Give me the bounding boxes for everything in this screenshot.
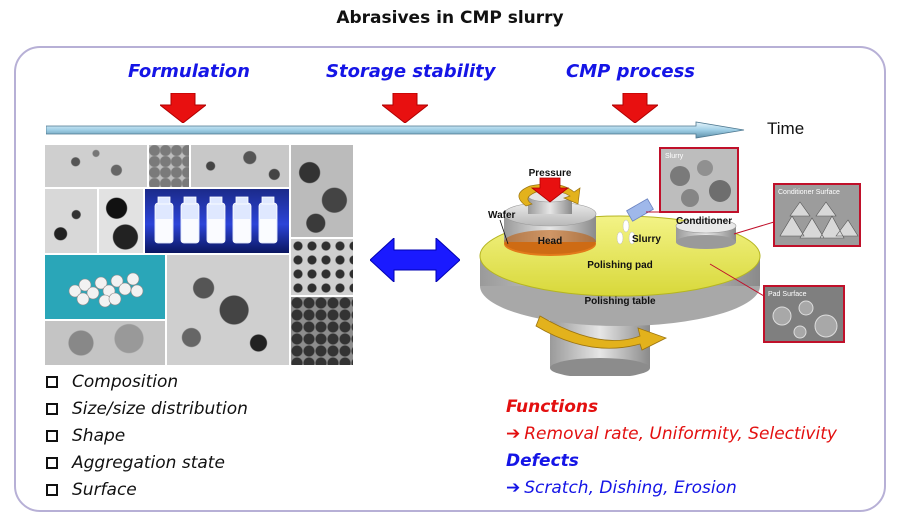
slurry-inset-label: Slurry [665, 153, 684, 160]
pad-surface-label: Pad Surface [768, 291, 807, 298]
checkbox-icon [46, 430, 58, 442]
head-label: Head [538, 236, 562, 247]
slurry-nozzle [626, 198, 654, 222]
conditioner-surface-inset: Conditioner Surface [773, 183, 861, 247]
abrasive-micrograph-collage [44, 144, 354, 366]
conditioner-label: Conditioner [676, 216, 732, 227]
down-arrow-icon [612, 93, 658, 123]
pressure-label: Pressure [529, 168, 572, 179]
defects-items: Scratch, Dishing, Erosion [524, 478, 737, 498]
stage-storage-label: Storage stability [326, 61, 496, 82]
tem-image [98, 188, 144, 254]
conditioner-disk [675, 218, 737, 234]
property-label: Surface [72, 480, 137, 500]
bottle-icon [154, 196, 278, 244]
slurry-drop [616, 231, 624, 245]
sem-image [148, 144, 190, 188]
polishing-table-label: Polishing table [584, 296, 656, 307]
property-label: Size/size distribution [72, 399, 248, 419]
time-axis-label: Time [767, 119, 805, 138]
page-title: Abrasives in CMP slurry [336, 8, 564, 28]
functions-heading: Functions [506, 397, 599, 417]
property-item: Surface [46, 480, 137, 500]
rotation-arrow-icon [535, 315, 668, 351]
property-item: Shape [46, 426, 125, 446]
functions-items: Removal rate, Uniformity, Selectivity [524, 424, 837, 444]
slurry-drop [622, 219, 630, 233]
checkbox-icon [46, 484, 58, 496]
checkbox-icon [46, 457, 58, 469]
tem-image [166, 254, 290, 366]
checkbox-icon [46, 376, 58, 388]
polishing-pad-label: Polishing pad [587, 260, 653, 271]
tem-image [44, 320, 166, 366]
defects-heading: Defects [506, 451, 579, 471]
right-arrow-icon: ➔ [506, 424, 521, 444]
particle-aggregate-model [44, 254, 166, 320]
functions-line: ➔Removal rate, Uniformity, Selectivity [506, 424, 837, 444]
down-arrow-icon [160, 93, 206, 123]
wafer-label: Wafer [488, 210, 516, 221]
tem-image [290, 144, 354, 238]
table-shaft-base [550, 358, 650, 376]
slurry-drop [628, 231, 636, 245]
pad-surface-inset: Pad Surface [763, 285, 845, 343]
stage-formulation-label: Formulation [128, 61, 250, 82]
property-label: Composition [72, 372, 179, 392]
stage-cmp-label: CMP process [566, 61, 696, 82]
property-item: Size/size distribution [46, 399, 248, 419]
slurry-inset: Slurry [659, 147, 739, 213]
defects-line: ➔Scratch, Dishing, Erosion [506, 478, 737, 498]
sem-image [290, 296, 354, 366]
property-item: Aggregation state [46, 453, 225, 473]
property-item: Composition [46, 372, 178, 392]
right-arrow-icon: ➔ [506, 478, 521, 498]
timeline-arrow [46, 121, 745, 139]
slurry-label: Slurry [632, 234, 661, 245]
aggregate-icon [68, 272, 144, 308]
pressure-arrow-icon [530, 177, 570, 203]
double-arrow-icon [370, 238, 460, 282]
conditioner-surface-label: Conditioner Surface [778, 189, 840, 196]
sem-image [290, 238, 354, 296]
property-label: Aggregation state [72, 453, 225, 473]
down-arrow-icon [382, 93, 428, 123]
tem-image [190, 144, 290, 188]
tem-image [44, 188, 98, 254]
tem-image [44, 144, 148, 188]
checkbox-icon [46, 403, 58, 415]
cmp-polisher-diagram: Pressure Wafer Head Slurry Conditioner P… [479, 147, 861, 376]
property-label: Shape [72, 426, 126, 446]
slurry-bottles-photo [144, 188, 290, 254]
